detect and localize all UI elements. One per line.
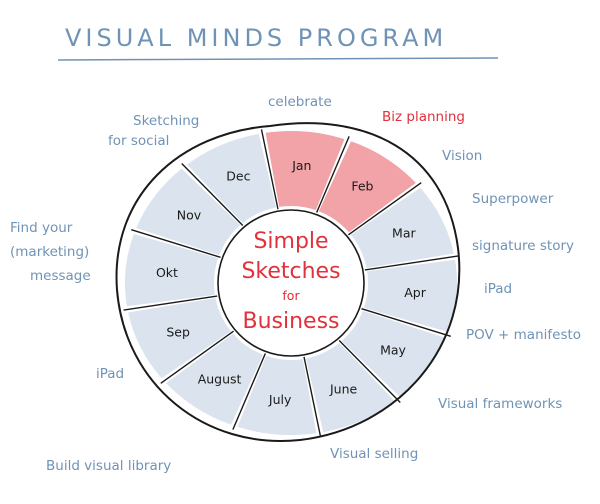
segment-may bbox=[341, 310, 446, 398]
month-label-july: July bbox=[268, 392, 292, 407]
segment-divider bbox=[232, 353, 266, 430]
segment-august bbox=[166, 333, 264, 425]
topic-visual-selling: Visual selling bbox=[330, 446, 418, 462]
segment-dec bbox=[186, 133, 277, 223]
segment-sep bbox=[128, 297, 231, 379]
center-line-4: Business bbox=[242, 309, 339, 334]
topic-biz-planning: Biz planning bbox=[382, 109, 465, 125]
center-line-2: Sketches bbox=[241, 259, 340, 284]
topic-find-your-1: Find your bbox=[10, 220, 73, 236]
month-label-sep: Sep bbox=[166, 325, 190, 340]
month-label-nov: Nov bbox=[177, 208, 202, 223]
month-label-may: May bbox=[380, 342, 406, 357]
segment-divider bbox=[181, 163, 244, 227]
segment-july bbox=[237, 355, 317, 435]
topic-find-your-3: message bbox=[30, 268, 91, 284]
segment-divider bbox=[364, 255, 459, 271]
segment-divider bbox=[338, 339, 401, 403]
month-label-august: August bbox=[198, 371, 242, 386]
segment-divider bbox=[316, 136, 350, 213]
page-title: VISUAL MINDS PROGRAM bbox=[65, 24, 447, 52]
segment-okt bbox=[124, 234, 219, 307]
topic-ipad-right: iPad bbox=[484, 281, 512, 297]
topic-sketching-1: Sketching bbox=[133, 113, 199, 129]
segment-june bbox=[305, 343, 396, 433]
segment-divider bbox=[160, 330, 234, 384]
topic-superpower: Superpower bbox=[472, 191, 554, 207]
outer-ring bbox=[115, 122, 461, 442]
segment-divider bbox=[361, 307, 451, 338]
segment-divider bbox=[348, 182, 422, 236]
topic-pov-manifesto: POV + manifesto bbox=[466, 327, 581, 343]
month-label-june: June bbox=[329, 381, 358, 396]
segment-divider bbox=[123, 295, 218, 311]
segment-divider bbox=[260, 129, 279, 210]
segment-divider bbox=[303, 356, 322, 437]
segment-feb bbox=[318, 141, 416, 233]
title-underline bbox=[57, 57, 499, 61]
topic-build-visual-library: Build visual library bbox=[46, 458, 171, 474]
month-label-feb: Feb bbox=[351, 179, 373, 194]
month-label-jan: Jan bbox=[291, 158, 311, 173]
topic-visual-frameworks: Visual frameworks bbox=[438, 396, 562, 412]
month-label-mar: Mar bbox=[392, 225, 416, 240]
month-label-dec: Dec bbox=[226, 169, 250, 184]
segment-divider bbox=[131, 228, 221, 259]
segment-apr bbox=[363, 259, 457, 332]
topic-find-your-2: (marketing) bbox=[10, 244, 89, 260]
month-label-apr: Apr bbox=[404, 285, 426, 300]
segment-nov bbox=[136, 168, 241, 256]
center-line-1: Simple bbox=[253, 229, 328, 254]
topic-celebrate: celebrate bbox=[268, 94, 332, 110]
topic-vision: Vision bbox=[442, 148, 482, 164]
topic-ipad-left: iPad bbox=[96, 366, 124, 382]
center-line-3: for bbox=[282, 288, 300, 303]
center-circle bbox=[217, 209, 365, 357]
segment-jan bbox=[265, 131, 345, 211]
month-wheel bbox=[123, 129, 459, 437]
month-label-okt: Okt bbox=[156, 265, 178, 280]
segment-mar bbox=[351, 187, 454, 269]
topic-sketching-2: for social bbox=[108, 133, 169, 149]
topic-signature-story: signature story bbox=[472, 238, 574, 254]
